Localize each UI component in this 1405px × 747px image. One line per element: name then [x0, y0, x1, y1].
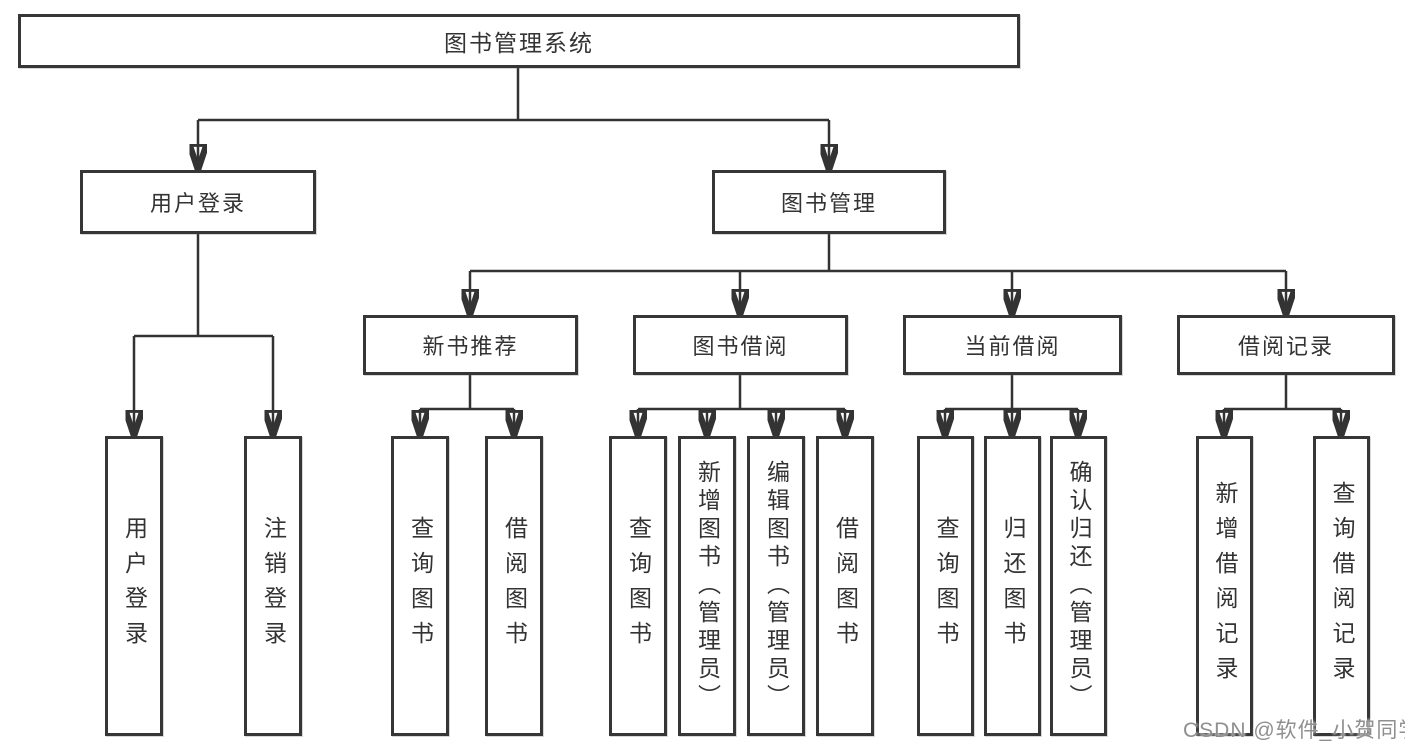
- leaf-add-borrow-record: 新增借阅记录: [1196, 436, 1253, 736]
- leaf-borrow-books-recommend: 借阅图书: [485, 436, 543, 736]
- node-book-management: 图书管理: [712, 170, 946, 234]
- leaf-query-books-recommend: 查询图书: [391, 436, 449, 736]
- connector-user-login-trunk: [134, 234, 273, 338]
- leaf-borrow-books: 借阅图书: [816, 436, 874, 736]
- connector-root-trunk: [198, 68, 829, 122]
- leaf-add-books-admin: 新增图书（管理员）: [678, 436, 736, 736]
- leaf-query-books-borrow: 查询图书: [609, 436, 667, 736]
- node-current-borrow: 当前借阅: [903, 315, 1122, 375]
- node-new-book-recommend: 新书推荐: [363, 315, 578, 375]
- connector-book-borrow-trunk: [638, 375, 845, 411]
- node-borrow-records: 借阅记录: [1177, 315, 1395, 375]
- leaf-logout: 注销登录: [244, 436, 302, 736]
- leaf-query-books-current: 查询图书: [917, 436, 974, 736]
- leaf-query-borrow-record: 查询借阅记录: [1313, 436, 1370, 736]
- connector-current-borrow-trunk: [945, 375, 1078, 411]
- leaf-return-books: 归还图书: [984, 436, 1041, 736]
- node-book-borrow: 图书借阅: [633, 315, 848, 375]
- csdn-watermark: CSDN @软件_小贺同学: [1183, 719, 1405, 742]
- node-user-login: 用户登录: [80, 170, 316, 234]
- leaf-user-login: 用户登录: [105, 436, 163, 736]
- node-library-management-system: 图书管理系统: [18, 14, 1020, 68]
- leaf-edit-books-admin: 编辑图书（管理员）: [747, 436, 805, 736]
- leaf-confirm-return-admin: 确认归还（管理员）: [1050, 436, 1107, 736]
- connector-new-book-trunk: [420, 375, 514, 411]
- connector-book-management-trunk: [470, 234, 1286, 273]
- connector-borrow-records-trunk: [1224, 375, 1341, 411]
